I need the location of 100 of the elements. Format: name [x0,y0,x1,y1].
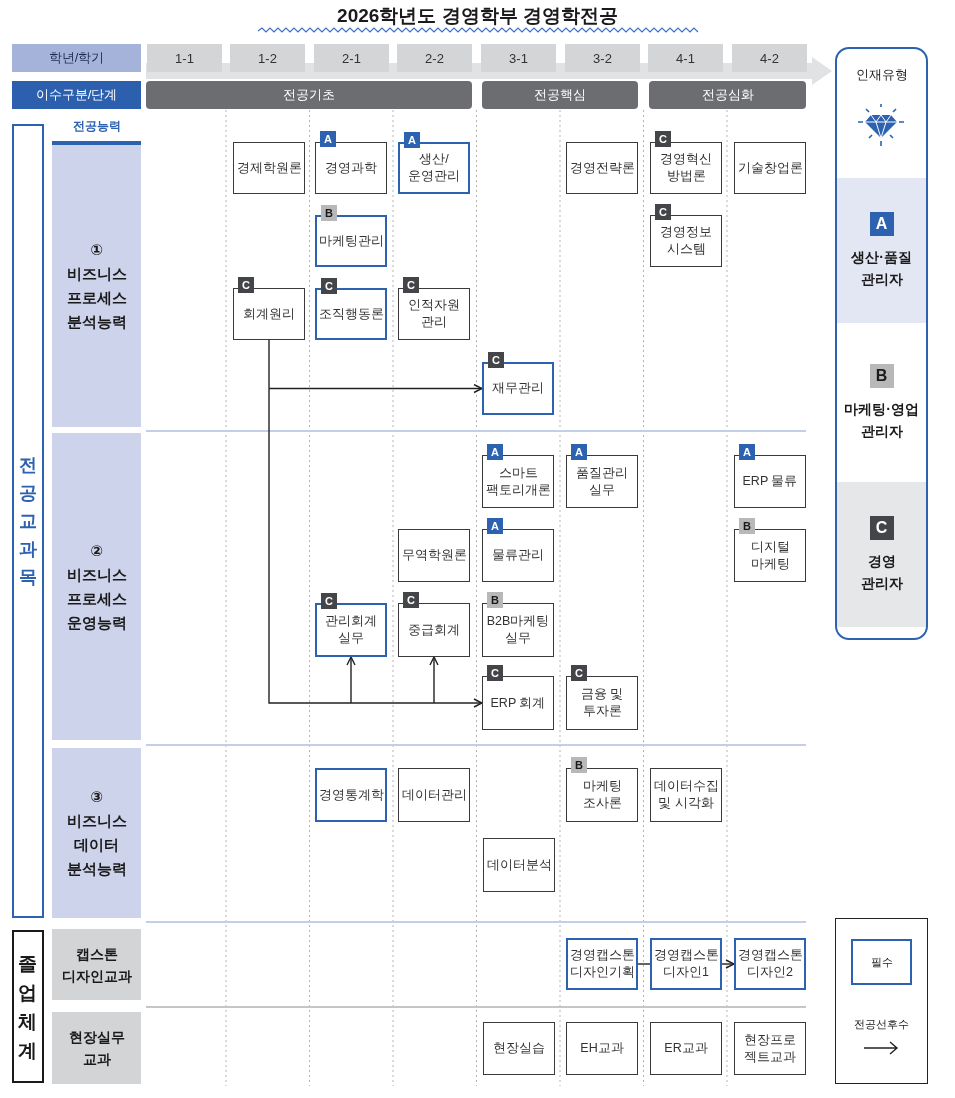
category-badge: A [869,211,894,236]
course-name: 물류관리 [492,547,544,564]
course-name: 경영통계학 [318,786,384,804]
category-badge: B [571,757,587,773]
course-name: ERP 물류 [742,473,798,490]
semester-header: 2-1 [314,44,389,72]
row-header: 학년/학기 [12,44,141,72]
semester-header: 1-1 [147,44,222,72]
talent-type-name: 경영 관리자 [859,551,904,593]
course-box [315,768,387,822]
semester-header: 2-2 [397,44,472,72]
category-badge: C [238,277,254,293]
course-box [734,142,806,194]
category-badge: A [571,444,587,460]
legend-label: 필수 [870,954,893,970]
course-name: EH교과 [580,1040,624,1057]
course-name: 데이터관리 [401,786,467,804]
course-name: 마케팅관리 [318,232,384,250]
course-name: 금융 및 투자론 [579,686,625,720]
category-badge: B [739,518,755,534]
category-badge: A [487,444,503,460]
connector-line [637,963,651,965]
category-badge: C [655,204,671,220]
arrow [346,656,356,704]
course-name: 중급회계 [408,621,460,639]
category-badge: A [404,132,420,148]
course-box [650,938,722,990]
category-badge: C [869,515,894,540]
category-badge: C [571,665,587,681]
course-name: 마케팅 조사론 [581,778,623,812]
section-header [12,930,44,1083]
legend-label: 전공선후수 [853,1017,910,1032]
course-box [233,142,305,194]
semester-header: 1-2 [230,44,305,72]
talent-type-panel [835,47,928,640]
course-name: 조직행동론 [318,305,384,323]
course-name: ERP 회계 [490,694,546,712]
course-box [566,142,638,194]
category-badge: B [321,205,337,221]
track-header [52,1012,141,1084]
panel-heading: 인재유형 [854,66,909,84]
semester-header: 3-1 [481,44,556,72]
stage-bar: 전공핵심 [482,81,638,109]
connector-line [350,702,435,704]
semester-header: 4-1 [648,44,723,72]
arrow [433,698,483,708]
category-badge: A [739,444,755,460]
competency-band [52,748,141,918]
category-badge: A [320,131,336,147]
section-header [12,124,44,918]
course-box [398,529,470,582]
course-name: 경제학원론 [236,159,302,177]
course-name: 경영캡스톤 디자인기획 [569,947,635,981]
course-name: 현장프로 젝트교과 [743,1031,797,1066]
track-name: 현장실무 교과 [67,1028,126,1069]
course-box [483,1022,555,1075]
course-name: 경영전략론 [569,159,635,177]
course-name: 생산/ 운영관리 [407,151,461,185]
section-title: 졸업체계 [17,951,39,1063]
course-name: 경영과학 [325,159,377,177]
category-badge: C [488,352,504,368]
course-box [650,768,722,822]
arrow [721,959,735,969]
course-name: 데이터수집 및 시각화 [652,778,720,812]
course-name: 관리회계 실무 [324,613,378,647]
competency-name: ③ 비즈니스 데이터 분석능력 [65,787,128,879]
stage-bar: 전공심화 [649,81,806,109]
page-title: 2026학년도 경영학부 경영학전공 [336,4,619,28]
competency-name: ② 비즈니스 프로세스 운영능력 [65,540,128,633]
course-name: 경영혁신 방법론 [659,151,713,185]
competency-name: ① 비즈니스 프로세스 분석능력 [65,240,128,332]
course-name: ER교과 [664,1040,708,1057]
course-name: 재무관리 [492,380,544,397]
course-name: 인적자원 관리 [407,297,461,331]
course-box [398,768,470,822]
talent-type-band [837,482,926,627]
course-name: 경영정보 시스템 [659,224,713,258]
category-badge: C [403,277,419,293]
semester-header: 4-2 [732,44,807,72]
category-badge: A [487,518,503,534]
course-box [734,938,806,990]
course-name: 품질관리 실무 [575,464,629,499]
column-heading: 전공능력 [71,118,122,135]
course-name: 기술창업론 [737,159,803,177]
category-badge: C [321,278,337,294]
arrow [429,656,439,704]
talent-type-name: 마케팅·영업 관리자 [843,399,920,441]
course-name: 디지털 마케팅 [749,538,791,573]
competency-band [52,141,141,427]
arrow [268,383,483,394]
course-box [734,1022,806,1075]
stage-bar: 전공기초 [146,81,472,109]
course-box [650,1022,722,1075]
competency-band [52,433,141,740]
track-name: 캡스톤 디자인교과 [60,944,133,986]
course-name: 경영캡스톤 디자인1 [653,947,719,981]
course-box [483,838,555,892]
connector-line [268,339,270,390]
course-name: 현장실습 [493,1040,545,1057]
course-name: 무역학원론 [401,547,467,564]
